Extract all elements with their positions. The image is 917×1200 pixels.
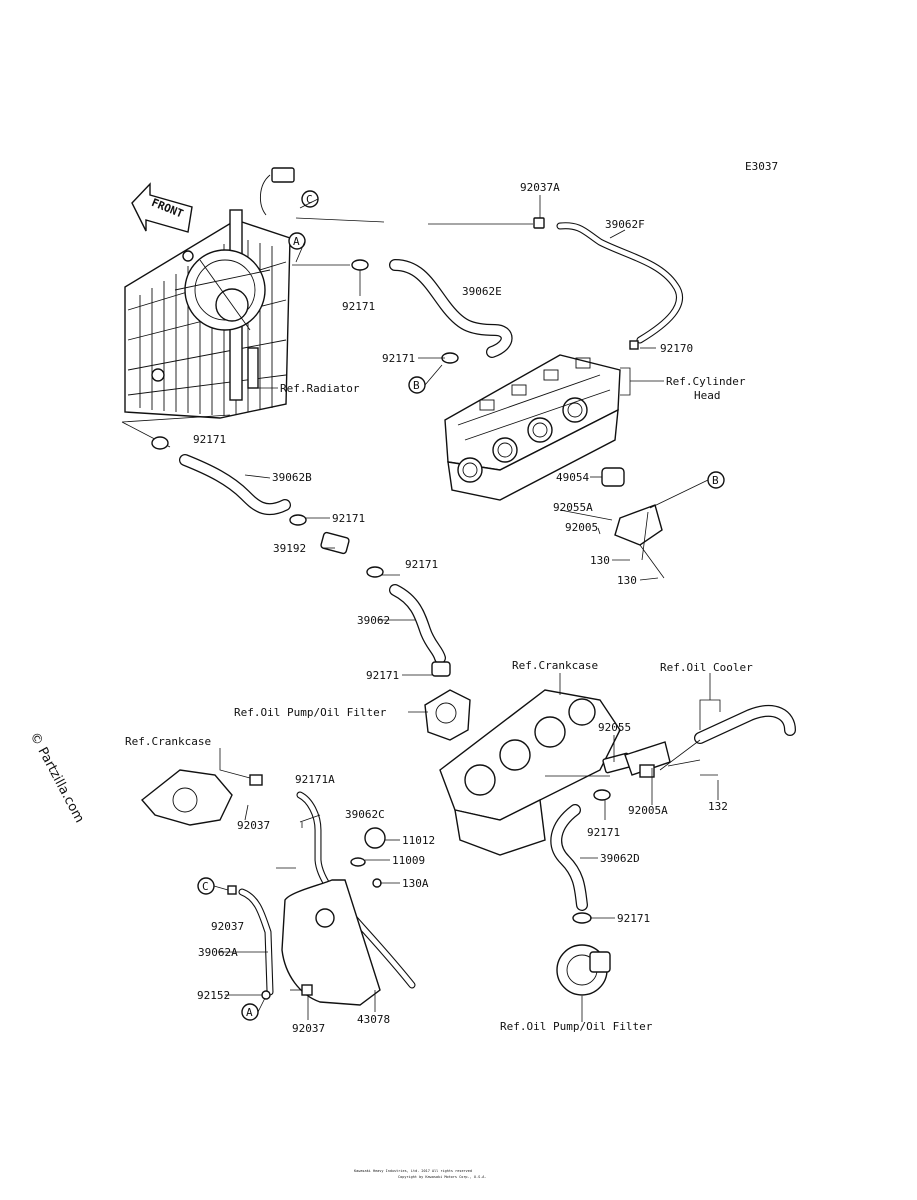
label-92171-2: 92171 [382,352,415,365]
label-92005A: 92005A [628,804,668,817]
label-92170: 92170 [660,342,693,355]
label-49054: 49054 [556,471,589,484]
label-ref-cylinder-1: Ref.Cylinder [666,375,746,388]
label-92037-2: 92037 [211,920,244,933]
label-92171-8: 92171 [617,912,650,925]
label-130A: 130A [402,877,429,890]
hose-39062F [295,217,683,350]
label-39062C: 39062C [345,808,385,821]
callout-a-2: A [246,1006,253,1019]
oil-pump-upper [424,689,471,741]
label-92171-3: 92171 [193,433,226,446]
label-92037A: 92037A [520,181,560,194]
label-39062: 39062 [357,614,390,627]
pipe-39192 [320,531,384,578]
label-92005: 92005 [565,521,598,534]
label-39062E: 39062E [462,285,502,298]
label-ref-oil-pump-2: Ref.Oil Pump/Oil Filter [500,1020,653,1033]
hose-39062B [151,436,307,526]
thermostat-housing [601,467,665,579]
callout-a-1: A [293,235,300,248]
label-43078: 43078 [357,1013,390,1026]
label-ref-crankcase-1: Ref.Crankcase [512,659,598,672]
label-92055: 92055 [598,721,631,734]
label-ref-crankcase-2: Ref.Crankcase [125,735,211,748]
label-92037-3: 92037 [292,1022,325,1035]
label-ref-cylinder-2: Head [694,389,721,402]
label-92171-7: 92171 [587,826,620,839]
callout-b-1: B [413,379,420,392]
label-ref-oil-cooler: Ref.Oil Cooler [660,661,753,674]
cylinder-head [444,354,621,501]
diagram-code: E3037 [745,160,778,173]
label-11009: 11009 [392,854,425,867]
label-92171-1: 92171 [342,300,375,313]
part-labels: E3037 92037A 39062F 92171 39062E 92171 9… [125,160,778,1035]
label-39062F: 39062F [605,218,645,231]
label-92171-4: 92171 [332,512,365,525]
label-ref-oil-pump-1: Ref.Oil Pump/Oil Filter [234,706,387,719]
front-arrow: FRONT [131,182,193,233]
label-92171A: 92171A [295,773,335,786]
callouts: C A B B C A [197,190,725,1021]
crankcase-left [140,769,263,826]
hose-39062 [389,584,451,677]
label-39062A: 39062A [198,946,238,959]
radiator-assembly [121,167,295,448]
reservoir-tank [227,791,416,1006]
hose-39062D [550,789,611,924]
label-11012: 11012 [402,834,435,847]
label-92055A: 92055A [553,501,593,514]
footer-line-2: Copyright by Kawasaki Motors Corp., U.S.… [398,1175,487,1179]
label-92171-5: 92171 [405,558,438,571]
label-130-1: 130 [590,554,610,567]
oil-cooler-pipe [602,705,796,778]
label-ref-radiator: Ref.Radiator [280,382,360,395]
watermark: © Partzilla.com [26,730,86,826]
oil-pump-lower [556,944,611,996]
label-39062D: 39062D [600,852,640,865]
hose-39062E [292,259,513,364]
label-92152: 92152 [197,989,230,1002]
callout-c-1: C [306,193,313,206]
callout-b-2: B [712,474,719,487]
label-39192: 39192 [273,542,306,555]
label-92037-1: 92037 [237,819,270,832]
label-132: 132 [708,800,728,813]
label-39062B: 39062B [272,471,312,484]
footer-line-1: Kawasaki Heavy Industries, Ltd. 2017 All… [354,1169,472,1173]
leader-lines [218,195,721,1022]
label-130-2: 130 [617,574,637,587]
callout-c-2: C [202,880,209,893]
crankcase-center [439,689,621,856]
label-92171-6: 92171 [366,669,399,682]
